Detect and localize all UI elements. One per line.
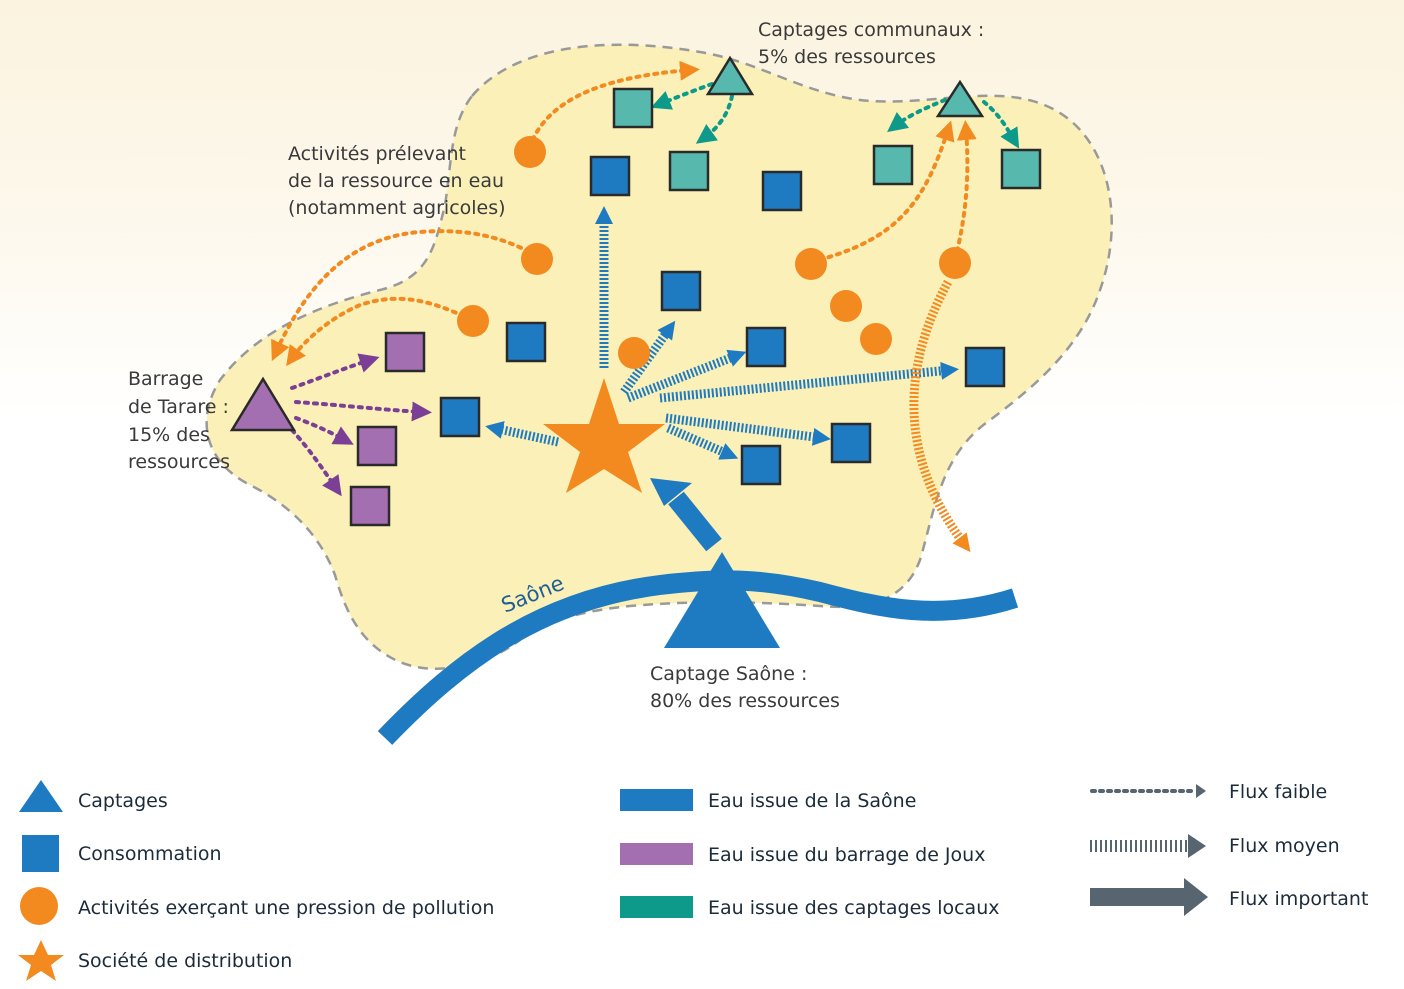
captages-communaux-label: Captages communaux : xyxy=(758,19,984,41)
dotted-arrow-icon xyxy=(1090,784,1206,798)
legend-distribution: Société de distribution xyxy=(78,950,292,972)
legend-joux: Eau issue du barrage de Joux xyxy=(708,844,985,866)
activity-circle xyxy=(521,243,553,275)
consumption-sites xyxy=(349,87,1042,527)
circle-icon xyxy=(20,887,58,925)
consumption-square xyxy=(384,331,426,373)
activites-label-2: de la ressource en eau xyxy=(288,170,504,192)
legend-symbols: Captages Consommation Activités exerçant… xyxy=(18,780,494,981)
consumption-square xyxy=(612,87,654,129)
legend-captages: Captages xyxy=(78,790,168,812)
legend-local: Eau issue des captages locaux xyxy=(708,897,999,919)
consumption-square xyxy=(660,270,702,312)
legend-flux-important: Flux important xyxy=(1229,888,1368,910)
consumption-square xyxy=(439,396,481,438)
teal-flows xyxy=(650,82,1020,149)
captage-communal-triangle xyxy=(935,79,985,118)
important-flow-arrow xyxy=(650,478,722,552)
consumption-square xyxy=(830,422,872,464)
consumption-square xyxy=(761,170,803,212)
captage-saone-label: Captage Saône : xyxy=(650,663,807,685)
activity-circle xyxy=(939,247,971,279)
captages-communaux-share: 5% des ressources xyxy=(758,46,936,68)
consumption-square xyxy=(589,155,631,197)
legend-flux: Flux faible Flux moyen Flux important xyxy=(1090,781,1368,916)
triangle-icon xyxy=(19,780,63,812)
distribution-star xyxy=(543,378,665,493)
consumption-square xyxy=(349,485,391,527)
activites-label-3: (notamment agricoles) xyxy=(288,197,506,219)
legend-consommation: Consommation xyxy=(78,843,222,865)
activity-circle xyxy=(514,136,546,168)
consumption-square xyxy=(356,425,398,467)
service-zone xyxy=(205,43,1113,670)
orange-medium-flow xyxy=(909,279,971,553)
legend-flux-moyen: Flux moyen xyxy=(1229,835,1340,857)
consumption-square xyxy=(1000,148,1042,190)
barrage-label-3: 15% des xyxy=(128,424,210,446)
star-icon xyxy=(18,940,64,981)
consumption-square xyxy=(964,346,1006,388)
orange-light-flows xyxy=(271,60,977,367)
consumption-square xyxy=(745,326,787,368)
captage-communal-triangle xyxy=(705,55,755,96)
legend-activites: Activités exerçant une pression de pollu… xyxy=(78,897,494,919)
activity-sites xyxy=(457,136,971,369)
barrage-tarare-triangle xyxy=(229,376,297,432)
activity-circle xyxy=(457,305,489,337)
activity-circle xyxy=(830,290,862,322)
consumption-square xyxy=(668,150,710,192)
saone-swatch xyxy=(620,789,693,811)
barrage-label-1: Barrage xyxy=(128,368,203,390)
captage-saone-triangle xyxy=(664,552,780,648)
local-swatch xyxy=(620,896,693,918)
joux-swatch xyxy=(620,843,693,865)
activity-circle xyxy=(860,323,892,355)
hatched-arrow-icon xyxy=(1090,834,1206,858)
legend-sources: Eau issue de la Saône Eau issue du barra… xyxy=(620,789,999,919)
blue-medium-flows xyxy=(485,206,959,460)
thick-arrow-icon xyxy=(1090,878,1208,916)
barrage-label-4: ressources xyxy=(128,451,230,473)
consumption-square xyxy=(740,444,782,486)
consumption-square xyxy=(505,321,547,363)
activites-label-1: Activités prélevant xyxy=(288,143,466,165)
activity-circle xyxy=(618,337,650,369)
square-icon xyxy=(22,835,59,872)
purple-flows xyxy=(290,353,432,497)
barrage-label-2: de Tarare : xyxy=(128,396,229,418)
activity-circle xyxy=(795,248,827,280)
legend-flux-faible: Flux faible xyxy=(1229,781,1327,803)
legend-saone: Eau issue de la Saône xyxy=(708,790,916,812)
consumption-square xyxy=(872,144,914,186)
captage-saone-share: 80% des ressources xyxy=(650,690,840,712)
